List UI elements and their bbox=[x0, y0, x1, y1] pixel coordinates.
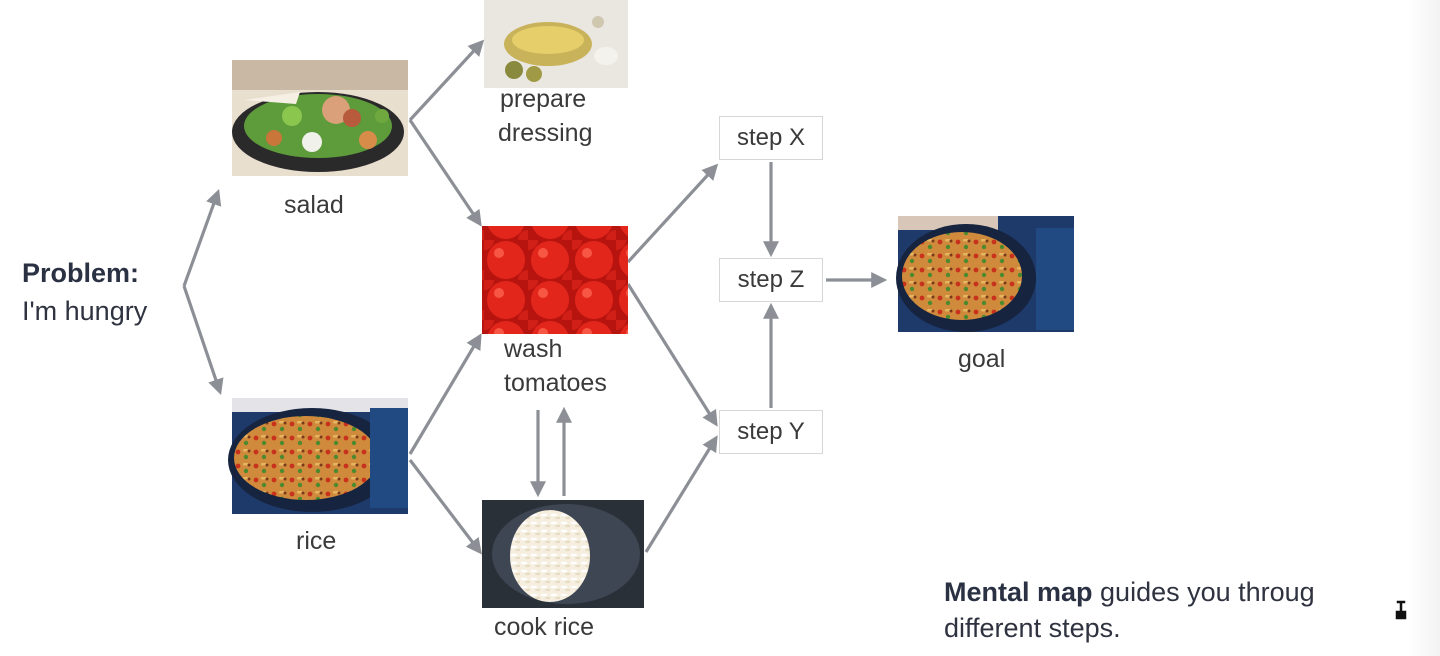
tomatoes-label-line2: tomatoes bbox=[504, 369, 607, 397]
salad-photo bbox=[232, 60, 408, 176]
arrow-salad-to-dressing bbox=[408, 39, 485, 122]
arrows bbox=[182, 39, 888, 555]
cursor-icon bbox=[1394, 599, 1408, 621]
arrow-problem-to-salad bbox=[182, 188, 222, 287]
arrow-tomatoes-to-stepx bbox=[626, 163, 719, 264]
arrow-salad-to-tomatoes bbox=[408, 119, 482, 227]
note-rest-line1: guides you throug bbox=[1092, 577, 1315, 607]
goal-dish-photo bbox=[896, 216, 1074, 332]
arrow-tomatoes-to-stepy bbox=[626, 283, 718, 427]
problem-text: I'm hungry bbox=[22, 296, 148, 326]
dressing-bowl-photo bbox=[484, 0, 628, 88]
arrow-cookrice-to-stepy bbox=[644, 435, 718, 553]
arrow-rice-to-tomatoes bbox=[408, 333, 482, 455]
note-bold: Mental map bbox=[944, 577, 1093, 607]
note-line2: different steps. bbox=[944, 613, 1121, 643]
problem-statement: Problem: I'm hungry bbox=[22, 254, 147, 330]
problem-title: Problem: bbox=[22, 258, 140, 288]
dressing-label-line2: dressing bbox=[498, 119, 593, 147]
dressing-label-line1: prepare bbox=[500, 85, 587, 113]
tomatoes-photo bbox=[482, 226, 628, 334]
arrow-rice-to-cookrice bbox=[408, 459, 482, 555]
salad-label: salad bbox=[284, 191, 344, 219]
rice-dish-photo bbox=[228, 398, 408, 514]
rice-label: rice bbox=[296, 527, 337, 555]
step-z-box: step Z bbox=[719, 258, 823, 302]
cook-rice-label: cook rice bbox=[494, 613, 595, 641]
mental-map-note: Mental map guides you throug different s… bbox=[944, 574, 1315, 646]
arrow-problem-to-rice bbox=[182, 285, 224, 396]
step-y-box: step Y bbox=[719, 410, 823, 454]
step-x-box: step X bbox=[719, 116, 823, 160]
tomatoes-label-line1: wash bbox=[504, 335, 563, 363]
slide-edge-shadow bbox=[1408, 0, 1440, 656]
goal-label: goal bbox=[958, 345, 1006, 373]
cooked-rice-photo bbox=[482, 500, 644, 608]
